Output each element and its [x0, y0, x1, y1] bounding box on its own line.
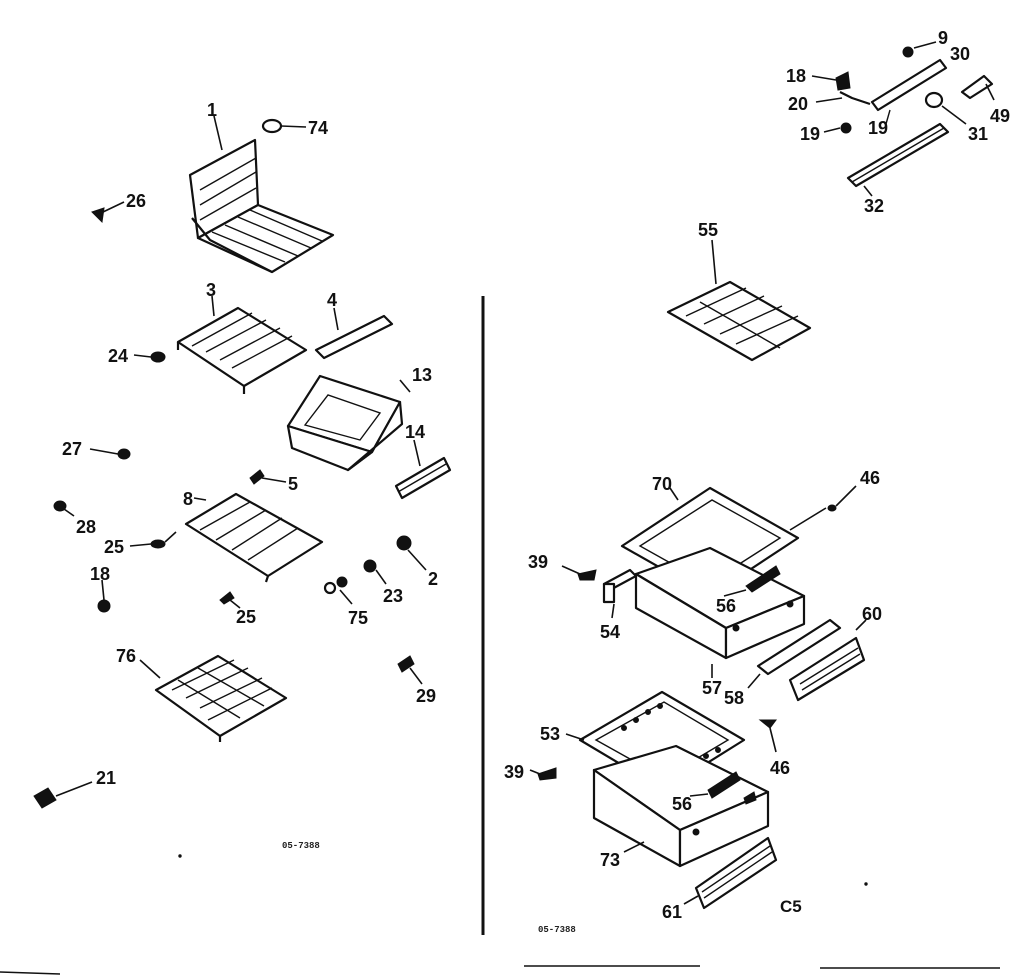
- part-75-washer: [323, 576, 353, 605]
- part-61-handle: [683, 836, 778, 910]
- label-19a: 19: [800, 124, 820, 144]
- label-28: 28: [76, 517, 96, 537]
- part-29-bracket: [397, 655, 423, 685]
- part-56-clip-a: [723, 565, 781, 597]
- part-13-drawer-bin: [286, 374, 411, 472]
- label-70: 70: [652, 474, 672, 494]
- label-3: 3: [206, 280, 216, 300]
- label-27: 27: [62, 439, 82, 459]
- label-8: 8: [183, 489, 193, 509]
- label-55: 55: [698, 220, 718, 240]
- label-54: 54: [600, 622, 620, 642]
- part-14-rail: [394, 439, 452, 500]
- label-31: 31: [968, 124, 988, 144]
- scan-artifacts: [0, 854, 1000, 975]
- label-14: 14: [405, 422, 425, 442]
- part-30-bracket: [870, 41, 948, 112]
- part-60-handle: [788, 619, 867, 702]
- part-25-screw-b: [219, 591, 241, 609]
- part-58-trim: [747, 618, 842, 689]
- part-4-strip: [314, 307, 394, 360]
- label-74: 74: [308, 118, 328, 138]
- label-39a: 39: [528, 552, 548, 572]
- part-23-bushing: [363, 559, 387, 585]
- label-76: 76: [116, 646, 136, 666]
- label-49: 49: [990, 106, 1010, 126]
- callout-labels: 1 74 26 3 4 24 13 27 14 5 8 28 25 2 18 2…: [62, 28, 1010, 935]
- part-73-drawer: [592, 744, 770, 868]
- part-57-crisper-drawer: [634, 546, 806, 660]
- part-21-hinge: [33, 781, 93, 809]
- label-46a: 46: [860, 468, 880, 488]
- label-29: 29: [416, 686, 436, 706]
- part-18-20-19-hinge: [811, 71, 891, 134]
- label-23: 23: [383, 586, 403, 606]
- label-26: 26: [126, 191, 146, 211]
- part-49-cap: [960, 74, 995, 101]
- label-56b: 56: [672, 794, 692, 814]
- part-26-screw: [91, 201, 125, 224]
- label-73: 73: [600, 850, 620, 870]
- part-46-screw-b: [758, 719, 777, 753]
- label-5: 5: [288, 474, 298, 494]
- drawing-code-left: 05-7388: [282, 841, 320, 851]
- part-76-wire-basket: [154, 654, 288, 742]
- label-21: 21: [96, 768, 116, 788]
- part-56-clip-b: [689, 771, 757, 805]
- label-57: 57: [702, 678, 722, 698]
- section-mark: C5: [780, 897, 802, 916]
- part-46-screw-a: [827, 485, 857, 512]
- label-13: 13: [412, 365, 432, 385]
- label-56a: 56: [716, 596, 736, 616]
- part-27-screw: [89, 448, 131, 460]
- part-1-basket-shelf: [188, 138, 335, 274]
- label-32: 32: [864, 196, 884, 216]
- part-74-clip: [261, 118, 307, 134]
- label-61: 61: [662, 902, 682, 922]
- label-1: 1: [207, 100, 217, 120]
- part-25-screw-a: [129, 531, 177, 549]
- part-32-rail: [846, 122, 950, 197]
- label-39b: 39: [504, 762, 524, 782]
- label-20: 20: [788, 94, 808, 114]
- part-39-screw-a: [561, 565, 597, 581]
- part-28-screw: [53, 500, 75, 517]
- label-9: 9: [938, 28, 948, 48]
- label-19b: 19: [868, 118, 888, 138]
- label-4: 4: [327, 290, 337, 310]
- label-60: 60: [862, 604, 882, 624]
- part-3-wire-shelf: [176, 306, 308, 394]
- part-8-wire-shelf: [184, 492, 324, 583]
- part-39-screw-b: [529, 767, 557, 781]
- part-31-roller: [924, 91, 967, 125]
- label-53: 53: [540, 724, 560, 744]
- label-2: 2: [428, 569, 438, 589]
- label-24: 24: [108, 346, 128, 366]
- part-18-screw: [97, 579, 111, 613]
- label-46b: 46: [770, 758, 790, 778]
- label-25b: 25: [236, 607, 256, 627]
- part-5-screw: [249, 469, 287, 485]
- label-58: 58: [724, 688, 744, 708]
- part-24-screw: [133, 351, 166, 363]
- label-30: 30: [950, 44, 970, 64]
- drawing-code-right: 05-7388: [538, 925, 576, 935]
- label-r18: 18: [786, 66, 806, 86]
- label-18: 18: [90, 564, 110, 584]
- label-25a: 25: [104, 537, 124, 557]
- part-54-bracket: [602, 568, 638, 619]
- label-75: 75: [348, 608, 368, 628]
- part-55-shelf: [666, 239, 812, 362]
- part-2-knob: [396, 535, 427, 571]
